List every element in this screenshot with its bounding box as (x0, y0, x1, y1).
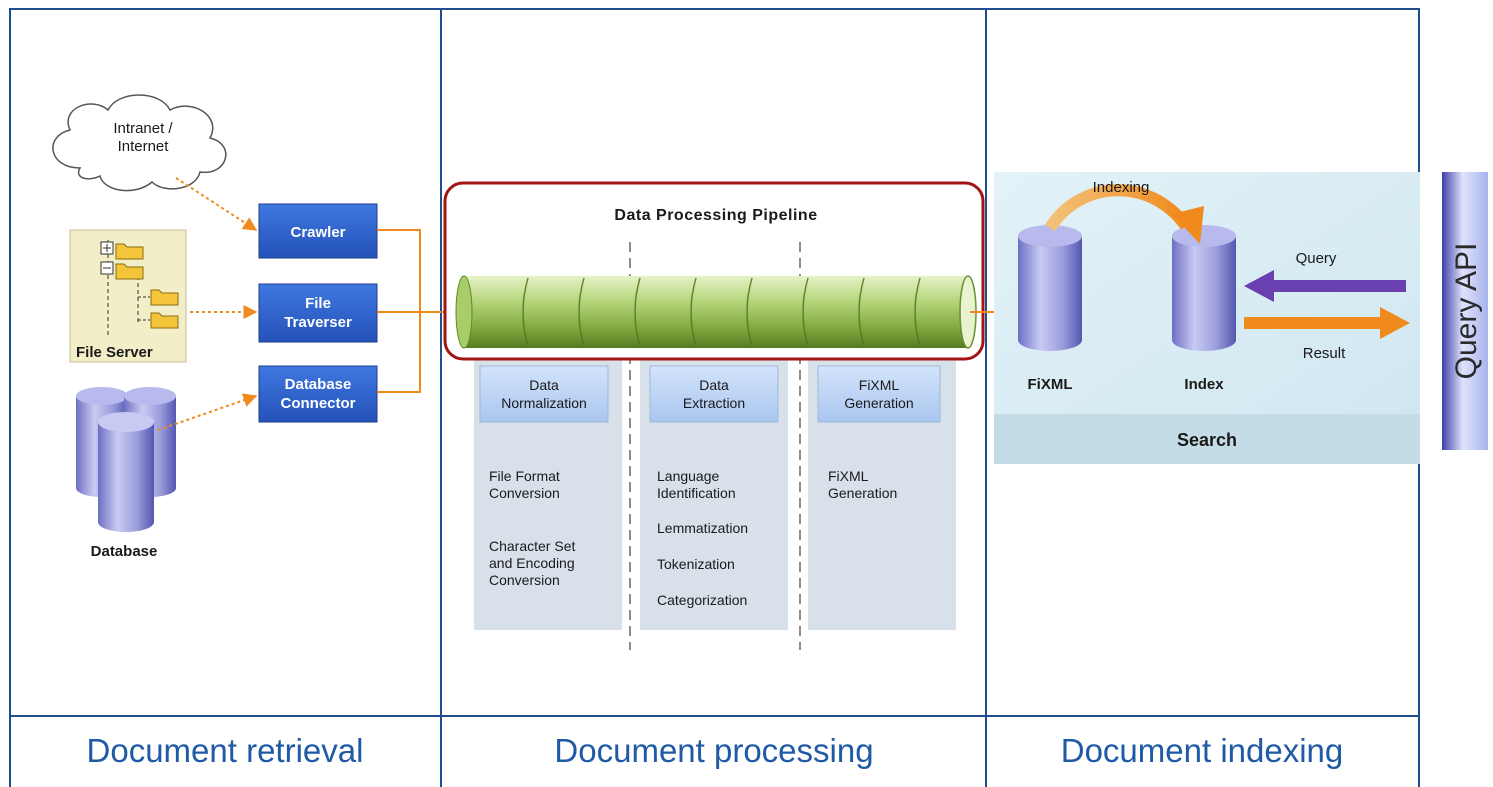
pipeline-pipe-icon (455, 275, 977, 349)
cloud-label-line-2: Internet (118, 138, 170, 155)
query-api-label: Query API (1450, 243, 1483, 380)
stage-extraction-header-1: Data (699, 377, 729, 393)
stage-normalization-item: and Encoding (489, 555, 575, 571)
stage-fixml-header-1: FiXML (859, 377, 900, 393)
stage-normalization-header-1: Data (529, 377, 559, 393)
result-arrow (1244, 307, 1410, 339)
stage-extraction-item: Lemmatization (657, 520, 748, 536)
stage-extraction-item: Categorization (657, 592, 747, 608)
result-label: Result (1303, 345, 1346, 362)
retrieval-section: Intranet / Internet File Server (52, 94, 458, 560)
cloud-icon: Intranet / Internet (52, 94, 227, 192)
pipeline-title: Data Processing Pipeline (614, 207, 817, 224)
processing-section: Data Normalization File Format Conversio… (443, 181, 1020, 650)
database-connector-label-2: Connector (281, 395, 356, 412)
stage-normalization-item: Conversion (489, 485, 560, 501)
indexing-label: Indexing (1093, 179, 1150, 196)
caption-document-retrieval: Document retrieval (87, 732, 364, 769)
cloud-to-crawler-arrow (175, 177, 258, 231)
stage-normalization: Data Normalization File Format Conversio… (474, 360, 622, 630)
database-connector-label-1: Database (285, 376, 352, 393)
stage-extraction-item: Tokenization (657, 556, 735, 572)
query-arrow (1244, 270, 1406, 302)
fixml-cylinder-icon: FiXML (1018, 225, 1082, 393)
search-bar (994, 414, 1420, 464)
database-label: Database (91, 543, 158, 560)
stage-extraction: Data Extraction Language Identification … (640, 360, 788, 630)
database-to-connector-arrow (157, 393, 258, 431)
query-api-bar (1442, 172, 1488, 450)
caption-document-indexing: Document indexing (1061, 732, 1344, 769)
stage-extraction-item: Language (657, 468, 720, 484)
indexing-arrow (1044, 184, 1204, 244)
stage-fixml-item: FiXML (828, 468, 869, 484)
file-server-label: File Server (76, 344, 153, 361)
stage-normalization-header-2: Normalization (501, 395, 587, 411)
stage-fixml-item: Generation (828, 485, 897, 501)
fixml-label: FiXML (1028, 376, 1073, 393)
file-traverser-label-1: File (305, 295, 331, 312)
database-icon: Database (76, 387, 176, 560)
stage-normalization-item: Character Set (489, 538, 575, 554)
stage-normalization-item: File Format (489, 468, 560, 484)
stage-normalization-item: Conversion (489, 572, 560, 588)
crawler-label: Crawler (290, 224, 345, 241)
query-label: Query (1296, 250, 1337, 267)
stage-extraction-header-2: Extraction (683, 395, 745, 411)
stage-extraction-item: Identification (657, 485, 736, 501)
indexing-section: Search FiXML Index Indexing Query (994, 172, 1488, 464)
stage-fixml: FiXML Generation FiXML Generation (808, 360, 956, 630)
file-server-icon: File Server (69, 229, 187, 363)
crawler-box: Crawler (258, 203, 378, 259)
cloud-label-line-1: Intranet / (113, 120, 173, 137)
stage-fixml-header-2: Generation (844, 395, 913, 411)
search-label: Search (1177, 430, 1237, 450)
database-connector-box: Database Connector (258, 365, 378, 423)
caption-document-processing: Document processing (554, 732, 873, 769)
file-traverser-label-2: Traverser (284, 314, 352, 331)
index-label: Index (1184, 376, 1224, 393)
file-traverser-box: File Traverser (258, 283, 378, 343)
